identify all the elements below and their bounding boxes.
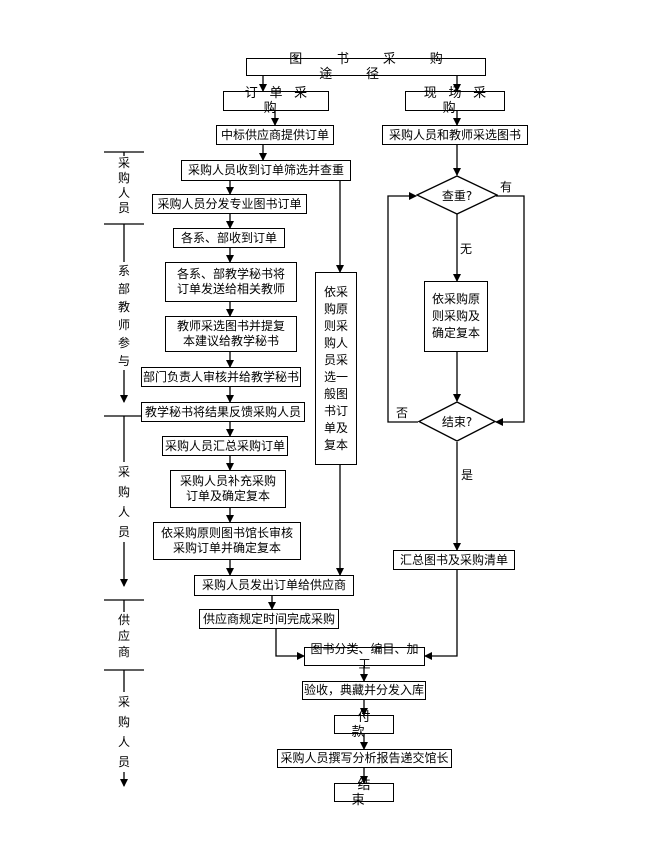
step-supplier-complete: 供应商规定时间完成采购 bbox=[199, 609, 339, 629]
label-none: 无 bbox=[460, 242, 473, 256]
step-onsite-select: 采购人员和教师采选图书 bbox=[382, 125, 528, 145]
step-send-to-supplier: 采购人员发出订单给供应商 bbox=[194, 575, 354, 596]
step-catalog-process: 图书分类、编目、加工 bbox=[304, 642, 425, 671]
step-acceptance: 验收，典藏并分发入库 bbox=[302, 681, 426, 700]
step-departments-receive: 各系、部收到订单 bbox=[173, 228, 285, 248]
role-purchaser-1: 采购人员 bbox=[116, 156, 132, 216]
step-end: 结束 bbox=[334, 778, 394, 808]
role-department-teachers: 系部教师参与 bbox=[116, 262, 132, 370]
step-director-review: 依采购原则图书馆长审核采购订单并确定复本 bbox=[153, 522, 301, 560]
branch-onsite-purchase: 现场采购 bbox=[405, 86, 505, 116]
step-feedback: 教学秘书将结果反馈采购人员 bbox=[141, 402, 305, 422]
label-no: 否 bbox=[396, 406, 409, 420]
role-supplier: 供应商 bbox=[116, 612, 132, 660]
step-receive-and-check: 采购人员收到订单筛选并查重 bbox=[181, 160, 351, 181]
step-distribute-orders: 采购人员分发专业图书订单 bbox=[152, 194, 307, 214]
step-summary-list: 汇总图书及采购清单 bbox=[393, 550, 515, 570]
step-teacher-select: 教师采选图书并提复本建议给教学秘书 bbox=[165, 316, 297, 352]
step-report: 采购人员撰写分析报告递交馆长 bbox=[277, 749, 452, 768]
role-purchaser-3: 采购人员 bbox=[116, 692, 132, 772]
step-supplier-provides-order: 中标供应商提供订单 bbox=[216, 125, 334, 145]
role-purchaser-2: 采购人员 bbox=[116, 462, 132, 542]
step-summarize-orders: 采购人员汇总采购订单 bbox=[162, 436, 288, 456]
step-secretary-send: 各系、部教学秘书将订单发送给相关教师 bbox=[165, 262, 297, 302]
step-supplement-orders: 采购人员补充采购订单及确定复本 bbox=[170, 470, 286, 508]
decision-end-label: 结束? bbox=[441, 415, 473, 429]
decision-end: 结束? bbox=[418, 401, 496, 442]
step-dept-review: 部门负责人审核并给教学秘书 bbox=[141, 367, 301, 387]
branch-order-purchase: 订单采购 bbox=[223, 86, 329, 116]
label-yes: 是 bbox=[461, 468, 474, 482]
step-decide-copies: 依采购原则采购及确定复本 bbox=[424, 281, 488, 352]
decision-check-duplicate-label: 查重? bbox=[441, 188, 473, 203]
step-general-selection: 依采购原则采购人员采选一般图书订单及复本 bbox=[315, 272, 357, 465]
step-payment: 付款 bbox=[334, 710, 394, 740]
label-yes-has: 有 bbox=[500, 180, 513, 194]
decision-check-duplicate: 查重? bbox=[416, 175, 498, 215]
title-box: 图书采购途径 bbox=[246, 52, 486, 82]
